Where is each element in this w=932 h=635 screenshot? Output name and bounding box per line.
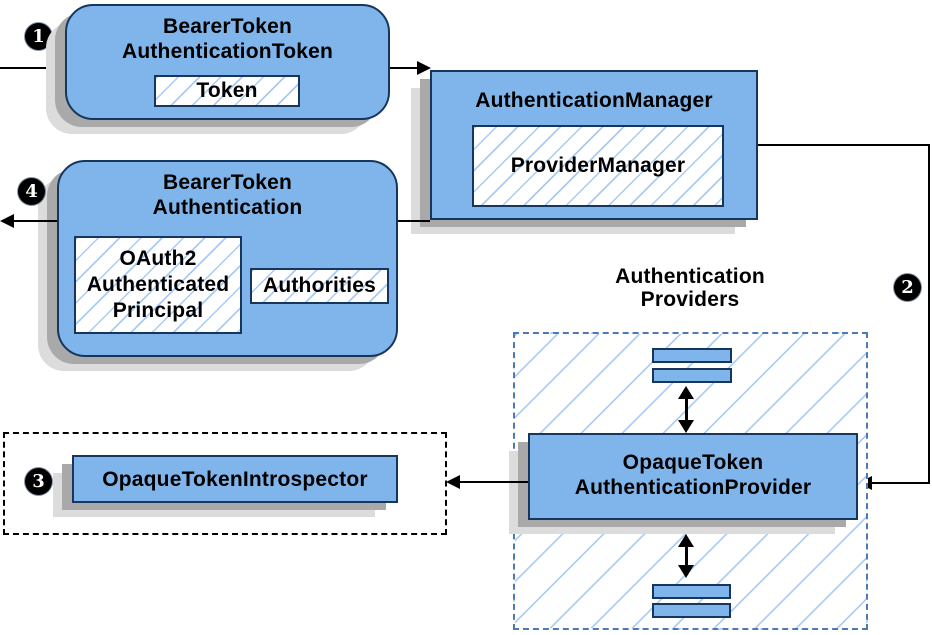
opaque-token-introspector-node: OpaqueTokenIntrospector (72, 455, 398, 503)
bidirectional-arrow-icon (678, 386, 694, 433)
authentication-providers-group: OpaqueToken AuthenticationProvider (513, 332, 868, 630)
authentication-manager-title: AuthenticationManager (475, 89, 713, 112)
authentication-manager-node: AuthenticationManager ProviderManager (430, 70, 758, 220)
bidirectional-arrow-icon (678, 534, 694, 578)
authentication-providers-title: Authentication Providers (565, 265, 815, 311)
manager-to-authentication-line (398, 220, 430, 222)
token-to-manager-line (390, 67, 418, 69)
provider-stack-bar (652, 603, 731, 618)
bearer-token-authentication-title: BearerToken Authentication (59, 170, 396, 220)
provider-manager-label: ProviderManager (510, 154, 686, 177)
step-badge-3: 3 (25, 468, 52, 495)
provider-stack-bar (652, 584, 731, 599)
step-badge-1: 1 (25, 23, 52, 50)
step4-line (10, 220, 57, 222)
step2-line-right (928, 144, 930, 484)
provider-stack-bar (652, 368, 732, 383)
authorities-box: Authorities (250, 268, 389, 304)
step2-line-top (758, 144, 930, 146)
opaque-token-introspector-group (3, 432, 447, 535)
title-line: Authentication (615, 265, 765, 288)
title-line: Providers (640, 288, 740, 311)
step-badge-4: 4 (18, 178, 45, 205)
provider-manager-box: ProviderManager (472, 125, 724, 207)
bearer-token-authentication-token-title: BearerToken AuthenticationToken (67, 14, 388, 64)
bearer-token-authentication-node: BearerToken Authentication OAuth2 Authen… (57, 160, 398, 357)
step4-arrowhead-icon (0, 214, 14, 228)
authorities-label: Authorities (262, 274, 377, 297)
principal-line: OAuth2 (119, 247, 197, 270)
token-to-manager-arrowhead-icon (417, 61, 431, 75)
title-line: Authentication (152, 196, 303, 219)
step3-arrowhead-icon (446, 475, 460, 489)
title-line: AuthenticationProvider (574, 476, 812, 499)
principal-line: Principal (112, 299, 204, 322)
title-line: BearerToken (162, 15, 293, 38)
provider-stack-bar (652, 348, 732, 363)
oauth2-authenticated-principal-box: OAuth2 Authenticated Principal (74, 236, 242, 334)
step2-line-bottom (872, 482, 930, 484)
title-line: AuthenticationToken (121, 40, 334, 63)
step-badge-2: 2 (894, 274, 921, 301)
principal-line: Authenticated (86, 273, 230, 296)
opaque-token-introspector-label: OpaqueTokenIntrospector (102, 468, 368, 491)
bearer-token-authentication-token-node: BearerToken AuthenticationToken Token (65, 4, 390, 120)
step3-line (460, 481, 528, 483)
request-in-line (0, 67, 64, 69)
title-line: BearerToken (162, 171, 293, 194)
title-line: OpaqueToken (622, 451, 764, 474)
token-box: Token (154, 75, 300, 107)
token-label: Token (196, 79, 258, 102)
opaque-token-authentication-provider-title: OpaqueToken AuthenticationProvider (530, 450, 856, 500)
opaque-token-authentication-provider-node: OpaqueToken AuthenticationProvider (528, 433, 858, 520)
